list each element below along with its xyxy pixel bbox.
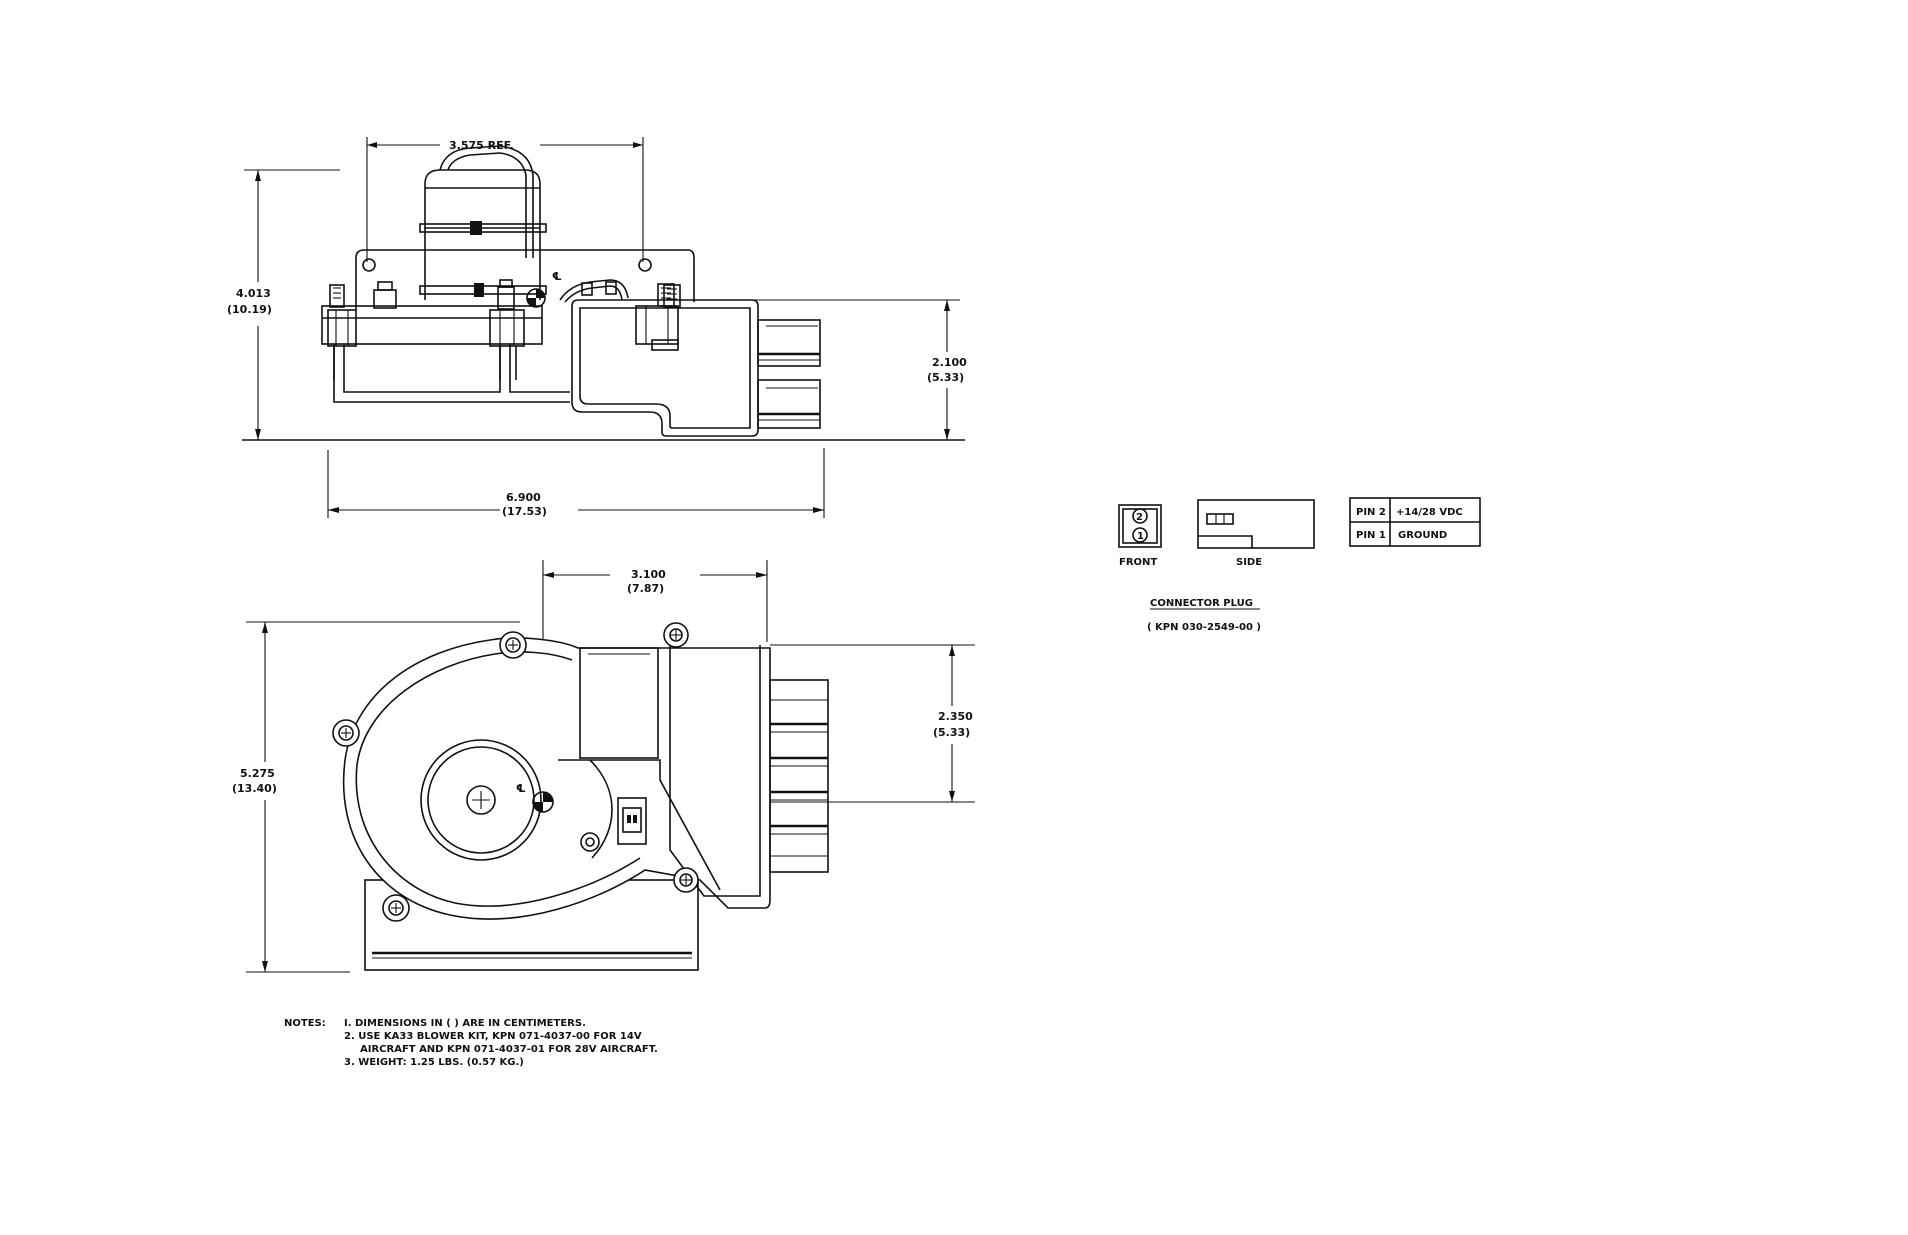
dim-width-ref: 3.575 REF. [366, 137, 644, 262]
pin-mark-2: 2 [1136, 512, 1143, 523]
dim-bottom-side-height-in: 2.350 [938, 710, 973, 723]
connector-plug-detail: 2 1 FRONT SIDE PIN 2 +14/28 VDC PIN 1 GR… [1118, 497, 1481, 633]
pin-2-label: PIN 2 [1356, 507, 1386, 518]
note-line-1: I. DIMENSIONS IN ( ) ARE IN CENTIMETERS. [344, 1018, 586, 1029]
pin-table: PIN 2 +14/28 VDC PIN 1 GROUND [1349, 497, 1481, 547]
notes-label: NOTES: [284, 1018, 326, 1029]
pin-1-label: PIN 1 [1356, 530, 1386, 541]
notes-block: NOTES: I. DIMENSIONS IN ( ) ARE IN CENTI… [284, 1018, 658, 1068]
dim-height: 4.013 (10.19) [227, 169, 340, 441]
dim-length: 6.900 (17.53) [327, 448, 825, 518]
note-line-2: 2. USE KA33 BLOWER KIT, KPN 071-4037-00 … [344, 1031, 642, 1042]
center-of-gravity-marker-top [526, 288, 546, 308]
outlet-fins [769, 679, 829, 873]
pin-mark-1: 1 [1137, 531, 1144, 542]
dim-bottom-height-cm: (13.40) [232, 782, 277, 795]
connector-front-view: 2 1 [1118, 504, 1162, 548]
connector-front-label: FRONT [1119, 557, 1157, 568]
top-view: 3.575 REF. 4.013 (10.19) 2.100 (5.33) [227, 137, 967, 518]
mounting-screws [332, 622, 699, 922]
blower-housing [342, 637, 771, 920]
dim-side-height: 2.100 (5.33) [740, 299, 967, 441]
screw-top-left [499, 631, 527, 659]
note-line-4: 3. WEIGHT: 1.25 LBS. (0.57 KG.) [344, 1057, 524, 1068]
centerline-symbol-bottom: ℄ [516, 782, 526, 795]
dim-height-in: 4.013 [236, 287, 271, 300]
connector-title: CONNECTOR PLUG [1150, 598, 1253, 609]
dim-side-height-cm: (5.33) [927, 371, 964, 384]
terminal-posts [329, 279, 681, 310]
lower-housing [321, 305, 570, 403]
housing-connector [617, 797, 647, 845]
connector-side-label: SIDE [1236, 557, 1262, 568]
outlet-duct-side [571, 283, 821, 437]
dim-length-in: 6.900 [506, 491, 541, 504]
screw-left [332, 719, 360, 747]
dim-side-height-in: 2.100 [932, 356, 967, 369]
motor-can [419, 145, 547, 300]
dim-bottom-height: 5.275 (13.40) [232, 621, 520, 973]
bottom-view: 3.100 (7.87) 5.275 (13.40) 2.350 (5.33) [232, 560, 975, 973]
screw-top-right [663, 622, 689, 648]
connector-side-view [1197, 499, 1315, 549]
note-line-3: AIRCRAFT AND KPN 071-4037-01 FOR 28V AIR… [360, 1044, 658, 1055]
pin-2-value: +14/28 VDC [1396, 507, 1463, 518]
centerline-symbol-top: ℄ [552, 270, 562, 283]
dim-height-cm: (10.19) [227, 303, 272, 316]
screw-inner [580, 832, 600, 852]
connector-part-number: ( KPN 030-2549-00 ) [1147, 622, 1261, 633]
dim-offset-cm: (7.87) [627, 582, 664, 595]
screw-bottom-left [382, 894, 410, 922]
dim-bottom-height-in: 5.275 [240, 767, 275, 780]
dim-length-cm: (17.53) [502, 505, 547, 518]
screw-right-lower [673, 867, 699, 893]
dim-offset-in: 3.100 [631, 568, 666, 581]
dim-bottom-side-height-cm: (5.33) [933, 726, 970, 739]
pin-1-value: GROUND [1398, 530, 1447, 541]
center-of-gravity-marker-bottom [532, 791, 554, 813]
